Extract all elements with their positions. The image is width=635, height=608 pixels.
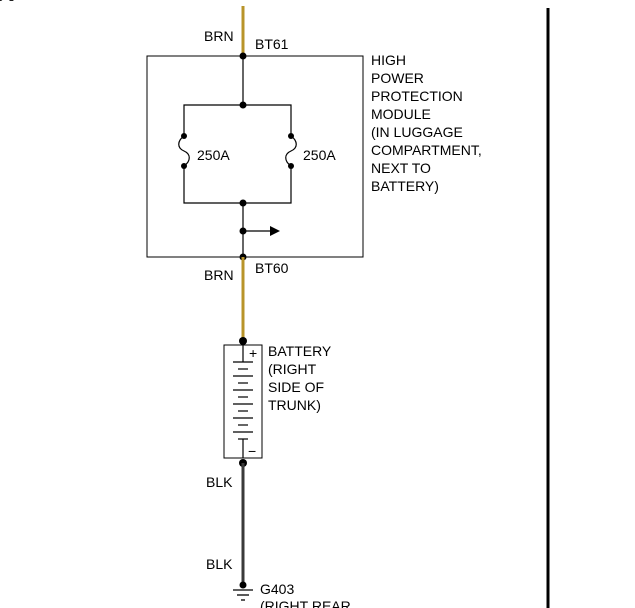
fuse-bus-bottom bbox=[183, 166, 292, 204]
connector-label-bt60: BT60 bbox=[255, 260, 289, 276]
fuse-left-rating: 250A bbox=[197, 147, 230, 163]
fuse-right-terminal-bottom bbox=[288, 163, 294, 169]
wire-color-label-blk-1: BLK bbox=[206, 474, 233, 490]
battery-minus-symbol: − bbox=[248, 443, 256, 459]
module-box bbox=[146, 55, 364, 258]
ground-dot bbox=[239, 581, 247, 589]
battery-label-line: (RIGHT bbox=[268, 361, 317, 377]
battery-label-line: BATTERY bbox=[268, 343, 332, 359]
branch-arrow-icon bbox=[270, 226, 280, 236]
fuse-right-symbol bbox=[285, 135, 297, 167]
battery-cell-symbol bbox=[233, 345, 253, 458]
ground-label-line: (RIGHT REAR bbox=[260, 598, 351, 608]
battery-positive-terminal-dot bbox=[239, 337, 247, 345]
battery-label-line: SIDE OF bbox=[268, 379, 324, 395]
module-label: HIGH POWER PROTECTION MODULE (IN LUGGAGE… bbox=[371, 52, 486, 194]
ground-icon bbox=[233, 589, 253, 601]
module-label-line: COMPARTMENT, bbox=[371, 142, 482, 158]
connector-label-bt61: BT61 bbox=[255, 36, 289, 52]
fuse-bus-top bbox=[183, 104, 292, 136]
module-label-line: POWER bbox=[371, 70, 424, 86]
module-label-line: PROTECTION bbox=[371, 88, 463, 104]
header-fragment: g g bbox=[0, 0, 15, 1]
module-label-line: HIGH bbox=[371, 52, 406, 68]
ground-label: G403 (RIGHT REAR bbox=[260, 581, 351, 608]
module-label-line: BATTERY) bbox=[371, 178, 439, 194]
fuse-left-symbol bbox=[178, 135, 190, 167]
fuse-left-terminal-bottom bbox=[181, 163, 187, 169]
module-label-line: (IN LUGGAGE bbox=[371, 124, 463, 140]
module-label-line: NEXT TO bbox=[371, 160, 431, 176]
wire-color-label-mid: BRN bbox=[204, 267, 234, 283]
module-label-line: MODULE bbox=[371, 106, 431, 122]
battery-label: BATTERY (RIGHT SIDE OF TRUNK) bbox=[268, 343, 335, 413]
wire-color-label-blk-2: BLK bbox=[206, 556, 233, 572]
fuse-right-rating: 250A bbox=[303, 147, 336, 163]
ground-label-line: G403 bbox=[260, 581, 294, 597]
wire-color-label-top: BRN bbox=[204, 28, 234, 44]
battery-label-line: TRUNK) bbox=[268, 397, 321, 413]
battery-plus-symbol: + bbox=[249, 345, 257, 361]
